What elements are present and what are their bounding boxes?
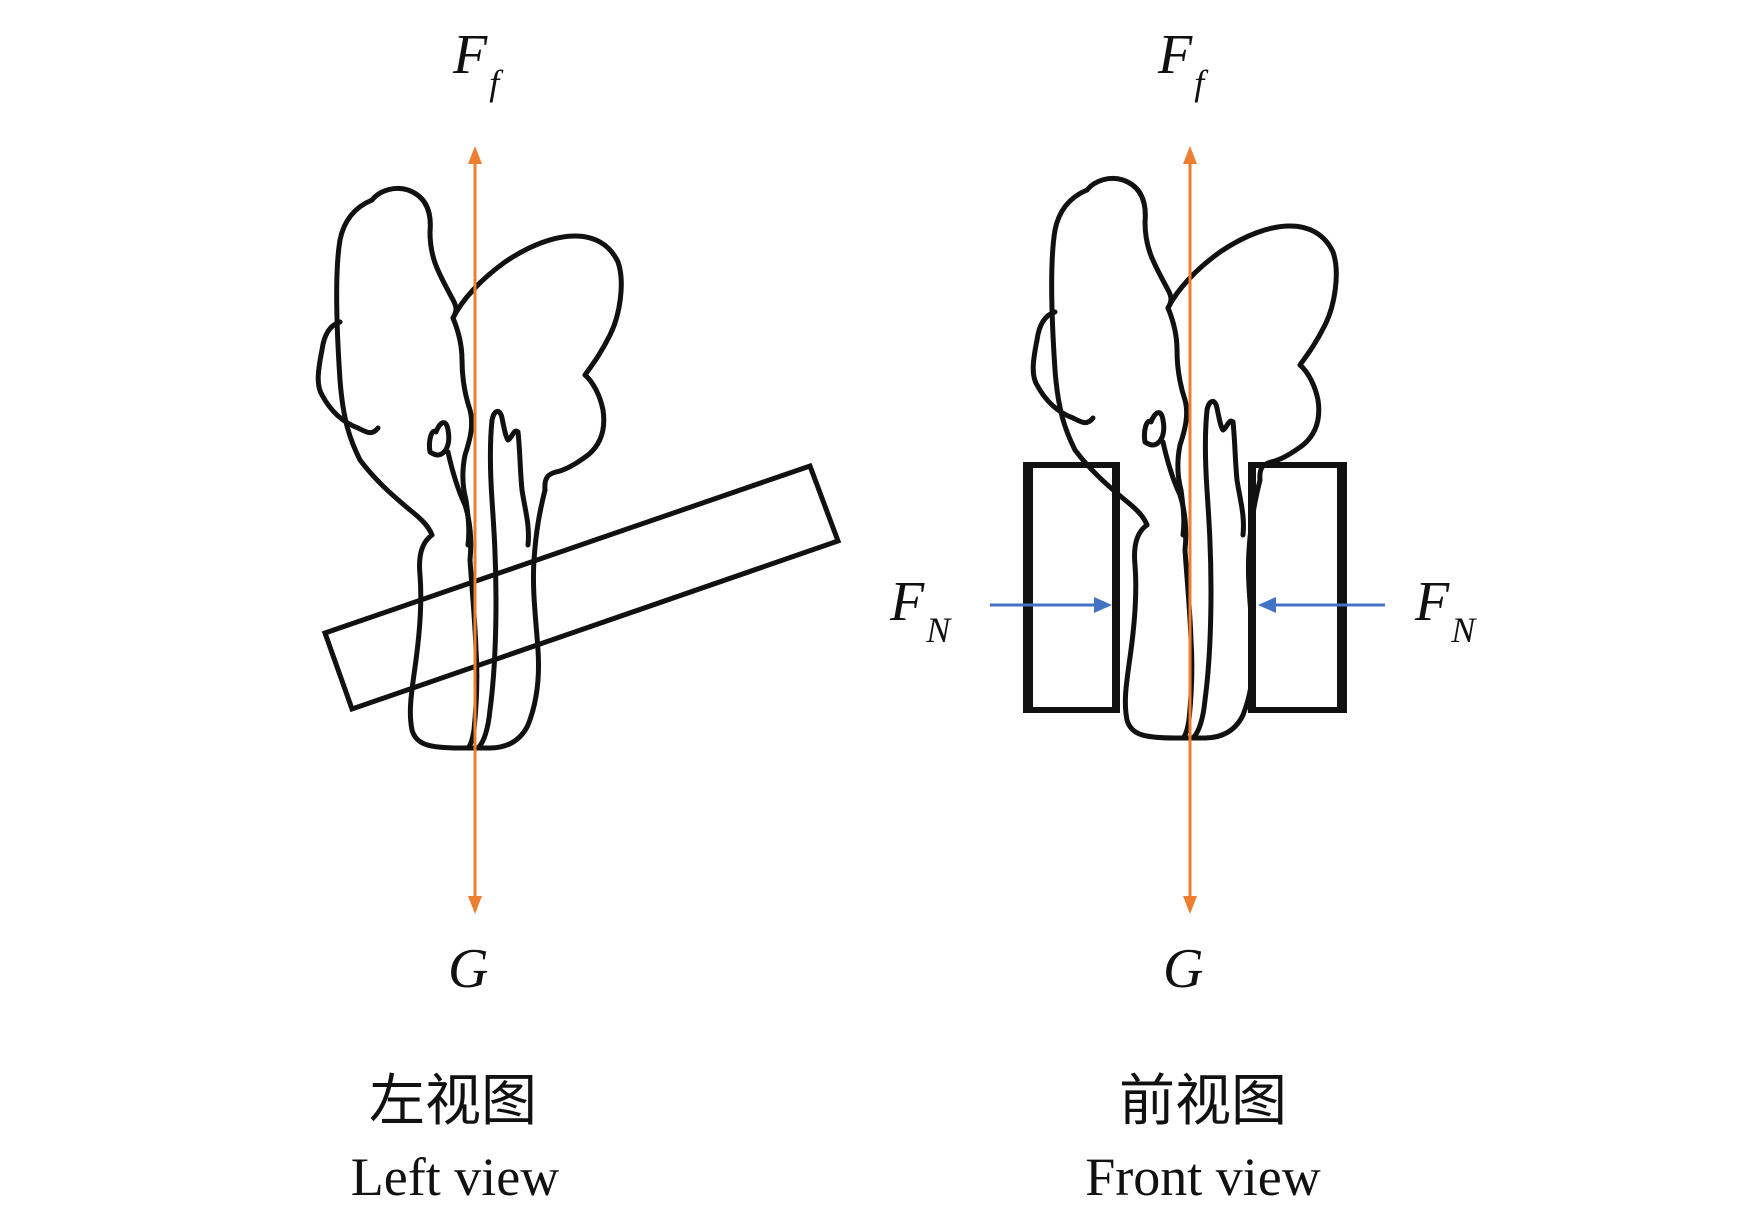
friction-label-left: Ff	[452, 24, 504, 103]
clamp-jaw-left	[1023, 462, 1120, 713]
front-view: Ff G FN FN 前视图 Front view	[889, 24, 1477, 1207]
plant-outline-front	[1033, 178, 1336, 738]
normal-force-label-left: FN	[889, 571, 952, 650]
gravity-label-front: G	[1163, 938, 1203, 1000]
plant-outline-left	[318, 188, 621, 748]
normal-force-label-right: FN	[1414, 571, 1477, 650]
clamp-jaw-right	[1248, 462, 1347, 713]
gravity-arrowhead-left	[468, 896, 482, 914]
gravity-arrowhead-front	[1183, 896, 1197, 914]
caption-zh-left: 左视图	[369, 1069, 537, 1134]
caption-en-front: Front view	[1085, 1147, 1321, 1207]
gravity-label-left: G	[448, 938, 488, 1000]
friction-label-front: Ff	[1157, 24, 1209, 103]
inclined-clamp-bar	[321, 462, 842, 713]
caption-zh-front: 前视图	[1119, 1069, 1287, 1134]
caption-en-left: Left view	[351, 1147, 559, 1207]
normal-arrowhead-right	[1258, 597, 1276, 613]
normal-arrowhead-left	[1094, 597, 1112, 613]
left-view: Ff G 左视图 Left view	[318, 24, 842, 1207]
friction-arrowhead-left	[468, 146, 482, 164]
friction-arrowhead-front	[1183, 146, 1197, 164]
